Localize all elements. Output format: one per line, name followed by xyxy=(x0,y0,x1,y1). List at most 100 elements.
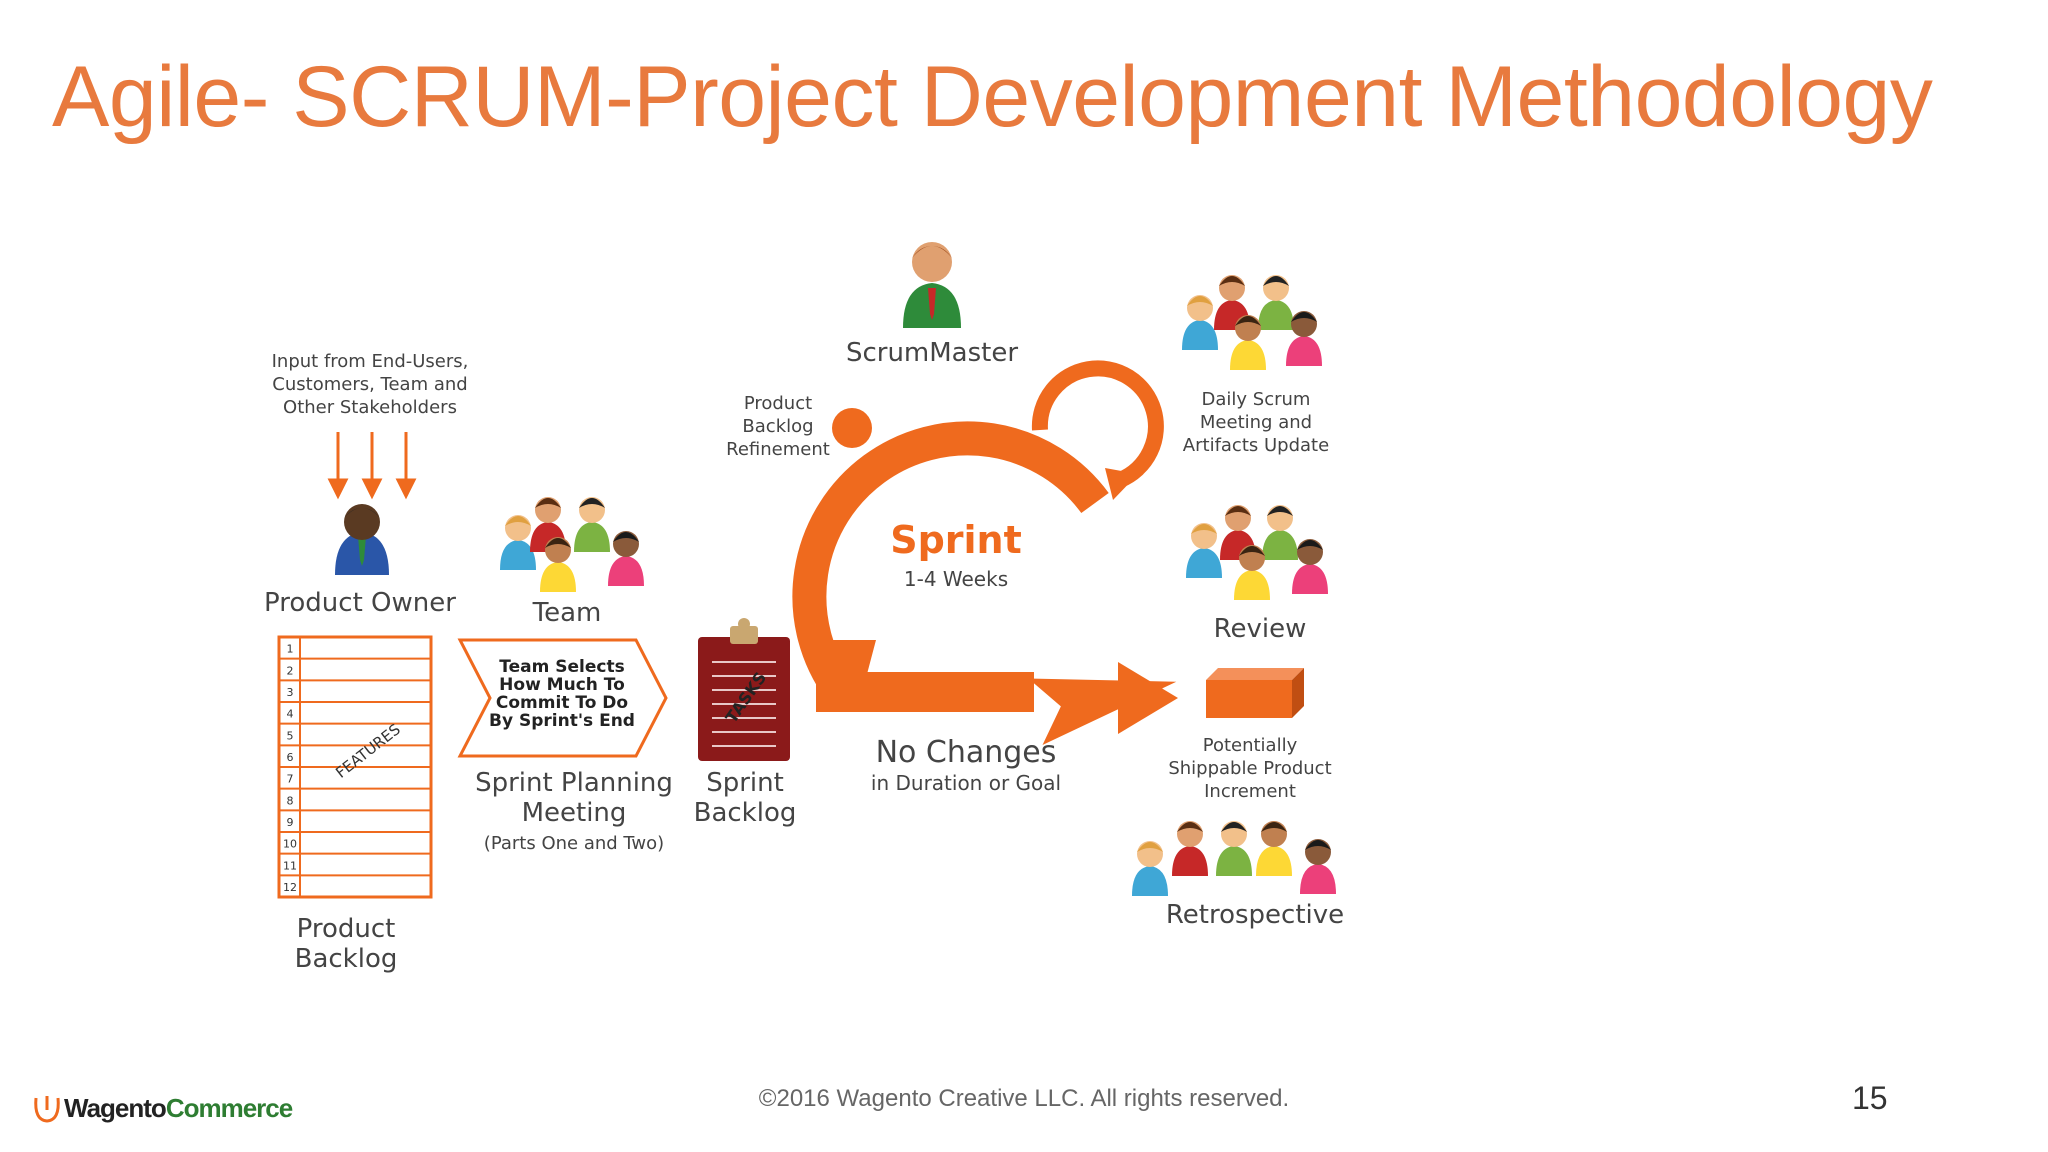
person-body xyxy=(1234,570,1270,600)
backlog-row-number: 9 xyxy=(287,816,294,829)
input-line: Other Stakeholders xyxy=(283,397,457,418)
product-owner-label: Product Owner xyxy=(264,588,456,618)
sprint-planning-label: Sprint Planning Meeting xyxy=(464,768,684,828)
logo-text-commerce: Commerce xyxy=(165,1093,293,1123)
daily-scrum-line: Artifacts Update xyxy=(1182,435,1330,456)
person-hair xyxy=(1221,822,1247,832)
person-hair xyxy=(1261,822,1287,832)
team-selects-line: By Sprint's End xyxy=(489,711,635,731)
person-hair xyxy=(1177,822,1203,832)
refinement-label: Product Backlog Refinement xyxy=(718,392,838,461)
backlog-row-number: 5 xyxy=(287,729,294,742)
person-hair xyxy=(1219,276,1245,286)
copyright-text: ©2016 Wagento Creative LLC. All rights r… xyxy=(758,1085,1290,1112)
daily-scrum-label: Daily Scrum Meeting and Artifacts Update xyxy=(1166,388,1346,457)
backlog-row-number: 11 xyxy=(283,859,297,872)
person-hair xyxy=(1267,506,1293,516)
person-body xyxy=(1230,340,1266,370)
person-hair xyxy=(505,516,531,526)
no-changes-label: No Changes xyxy=(875,735,1057,770)
person-body xyxy=(1256,846,1292,876)
backlog-row-number: 3 xyxy=(287,686,294,699)
scrummaster-icon xyxy=(903,242,961,328)
backlog-row-number: 8 xyxy=(287,794,294,807)
person-body xyxy=(608,556,644,586)
team-selects-shape xyxy=(457,638,668,758)
person-body xyxy=(540,562,576,592)
team-selects-line: Team Selects xyxy=(499,657,625,677)
person-body xyxy=(1292,564,1328,594)
person-hair xyxy=(613,532,639,542)
product-backlog-line: Backlog xyxy=(294,944,398,974)
review-icon xyxy=(1186,505,1328,600)
increment-label: Potentially Shippable Product Increment xyxy=(1150,734,1350,803)
product-owner-icon xyxy=(335,504,389,575)
logo-mark-icon xyxy=(34,1095,60,1123)
person-hair xyxy=(1239,546,1265,556)
person-body xyxy=(1258,300,1294,330)
sprint-backlog-line: Sprint xyxy=(706,768,784,798)
refinement-line: Refinement xyxy=(726,439,830,460)
sprint-label: Sprint xyxy=(890,518,1022,562)
review-label: Review xyxy=(1213,614,1307,644)
team-label: Team xyxy=(532,598,602,628)
person-hair xyxy=(1137,842,1163,852)
team-icon xyxy=(500,497,644,592)
backlog-row-number: 1 xyxy=(287,643,294,656)
sprint-cycle xyxy=(792,360,1178,745)
refinement-line: Product xyxy=(743,393,813,414)
increment-line: Increment xyxy=(1204,781,1296,802)
backlog-row-number: 2 xyxy=(287,664,294,677)
increment-line: Potentially xyxy=(1202,735,1298,756)
backlog-row-number: 7 xyxy=(287,773,294,786)
team-selects-line: How Much To xyxy=(499,675,625,695)
backlog-row-number: 10 xyxy=(283,838,297,851)
sprint-planning-line: Meeting xyxy=(521,798,627,828)
daily-scrum-icon xyxy=(1182,275,1322,370)
person-body xyxy=(500,540,536,570)
sprint-backlog-label: Sprint Backlog xyxy=(680,768,810,828)
retrospective-label: Retrospective xyxy=(1165,900,1345,930)
no-changes-sub: in Duration or Goal xyxy=(870,771,1062,795)
backlog-row-number: 4 xyxy=(287,708,294,721)
person-body xyxy=(1186,548,1222,578)
person-hair xyxy=(1235,316,1261,326)
logo-text-wagento: Wagento xyxy=(64,1093,167,1123)
sprint-backlog-clipboard xyxy=(698,618,790,761)
sprint-planning-line: Sprint Planning xyxy=(475,768,673,798)
person-hair xyxy=(1187,296,1213,306)
slide-title: Agile- SCRUM-Project Development Methodo… xyxy=(52,49,1933,145)
person-body xyxy=(1286,336,1322,366)
person-hair xyxy=(1191,524,1217,534)
person-body xyxy=(1216,846,1252,876)
increment-box-icon xyxy=(1206,668,1304,718)
sprint-duration: 1-4 Weeks xyxy=(903,567,1009,591)
retrospective-icon xyxy=(1132,821,1336,896)
daily-scrum-line: Daily Scrum xyxy=(1201,389,1311,410)
sprint-planning-sub: (Parts One and Two) xyxy=(483,833,665,854)
product-backlog-label: Product Backlog xyxy=(266,914,426,974)
person-hair xyxy=(1263,276,1289,286)
person-hair xyxy=(1291,312,1317,322)
person-body xyxy=(1262,530,1298,560)
person-body xyxy=(1132,866,1168,896)
product-backlog-line: Product xyxy=(296,914,396,944)
sprint-backlog-line: Backlog xyxy=(693,798,797,828)
person-body xyxy=(1172,846,1208,876)
input-line: Input from End-Users, xyxy=(271,351,469,372)
page-number: 15 xyxy=(1852,1080,1888,1116)
refinement-line: Backlog xyxy=(742,416,814,437)
daily-scrum-line: Meeting and xyxy=(1199,412,1313,433)
backlog-row-number: 6 xyxy=(287,751,294,764)
scrummaster-label: ScrumMaster xyxy=(845,338,1019,368)
backlog-row-number: 12 xyxy=(283,881,297,894)
person-body xyxy=(1182,320,1218,350)
person-hair xyxy=(535,498,561,508)
person-hair xyxy=(1305,840,1331,850)
input-line: Customers, Team and xyxy=(272,374,468,395)
team-selects-text: Team Selects How Much To Commit To Do By… xyxy=(476,658,648,730)
